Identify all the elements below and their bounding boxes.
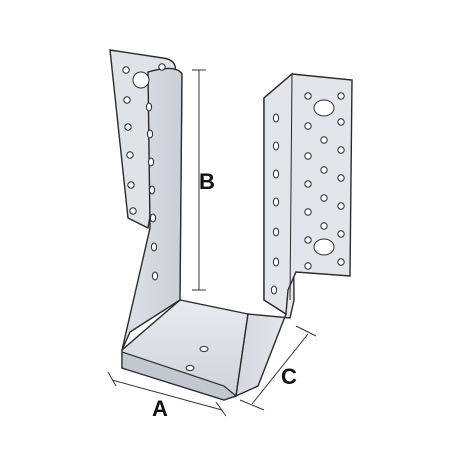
- left-side-wall: [121, 67, 183, 351]
- dimension-label-c: C: [281, 364, 297, 389]
- left-wall-holes: [145, 102, 159, 281]
- dimension-b-lines: [192, 69, 206, 291]
- dimension-label-b: B: [199, 169, 215, 194]
- right-flange: [263, 73, 353, 316]
- dimension-a-lines: [107, 371, 227, 417]
- right-wall-holes: [270, 113, 280, 295]
- dimension-c-lines: [239, 325, 317, 411]
- base-holes: [185, 345, 209, 372]
- right-flange-holes: [304, 92, 345, 270]
- left-flange-holes: [122, 63, 166, 215]
- dimension-label-a: A: [152, 396, 168, 421]
- base-front-edge: [121, 351, 238, 401]
